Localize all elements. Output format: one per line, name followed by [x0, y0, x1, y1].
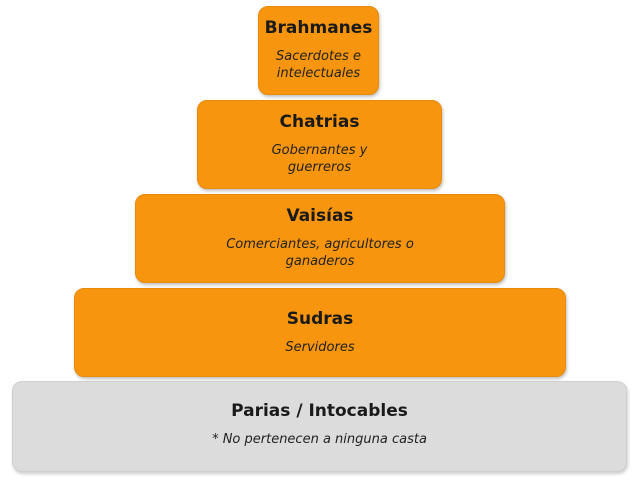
tier-brahmanes: Brahmanes Sacerdotes e intelectuales — [258, 6, 379, 95]
tier-title: Vaisías — [286, 206, 354, 226]
tier-parias: Parias / Intocables * No pertenecen a ni… — [12, 381, 627, 472]
tier-description: Sacerdotes e intelectuales — [276, 49, 361, 81]
tier-sudras: Sudras Servidores — [74, 288, 566, 377]
tier-chatrias: Chatrias Gobernantes y guerreros — [197, 100, 442, 189]
tier-title: Brahmanes — [264, 18, 373, 38]
tier-title: Parias / Intocables — [231, 401, 408, 421]
tier-title: Sudras — [286, 309, 354, 329]
tier-description: Gobernantes y guerreros — [271, 143, 368, 175]
tier-description: * No pertenecen a ninguna casta — [212, 432, 427, 447]
tier-vaisias: Vaisías Comerciantes, agricultores o gan… — [135, 194, 505, 283]
tier-description: Servidores — [285, 340, 355, 355]
tier-title: Chatrias — [279, 112, 360, 132]
tier-description: Comerciantes, agricultores o ganaderos — [226, 237, 414, 269]
